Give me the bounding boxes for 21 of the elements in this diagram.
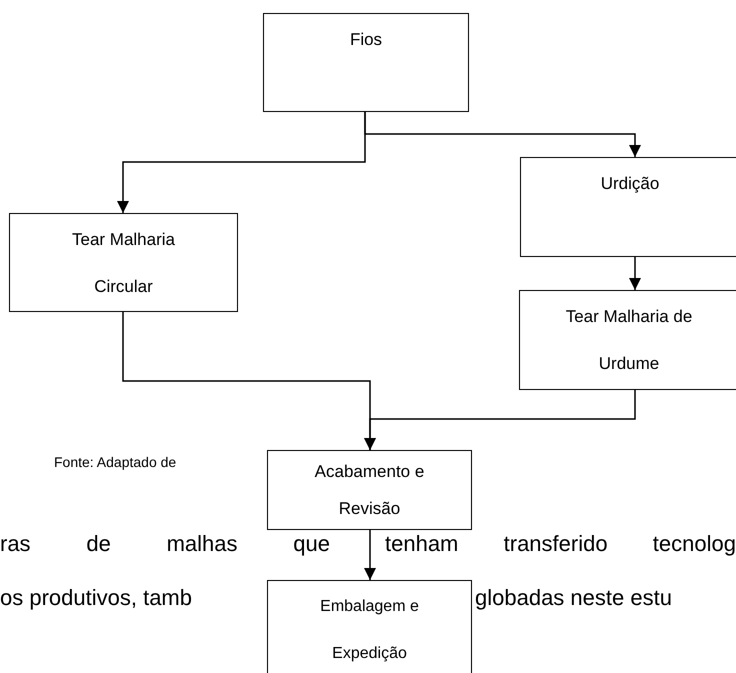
arrow bbox=[629, 257, 641, 290]
arrow bbox=[364, 112, 641, 157]
process-box bbox=[267, 580, 472, 673]
box-label: Tear Malharia Circular bbox=[71, 229, 176, 298]
body-text: tenham transferido tecnolog bbox=[385, 531, 736, 557]
box-label: Acabamento e Revisão bbox=[314, 461, 426, 520]
box-label: Embalagem e Expedição bbox=[319, 597, 420, 664]
body-text: os produtivos, tamb bbox=[0, 584, 192, 612]
process-box bbox=[519, 290, 736, 390]
arrow bbox=[364, 530, 376, 580]
body-text: globadas neste estu bbox=[475, 584, 672, 612]
process-box bbox=[520, 157, 736, 257]
box-label: Urdição bbox=[600, 173, 660, 195]
box-label: Tear Malharia de Urdume bbox=[564, 306, 694, 375]
body-text: ras de malhas que bbox=[0, 531, 330, 557]
source-note: Fonte: Adaptado de bbox=[54, 453, 176, 472]
process-box bbox=[263, 13, 469, 112]
box-label: Fios bbox=[350, 29, 382, 51]
process-box bbox=[267, 450, 472, 530]
process-box bbox=[9, 213, 238, 312]
arrow bbox=[364, 390, 636, 450]
